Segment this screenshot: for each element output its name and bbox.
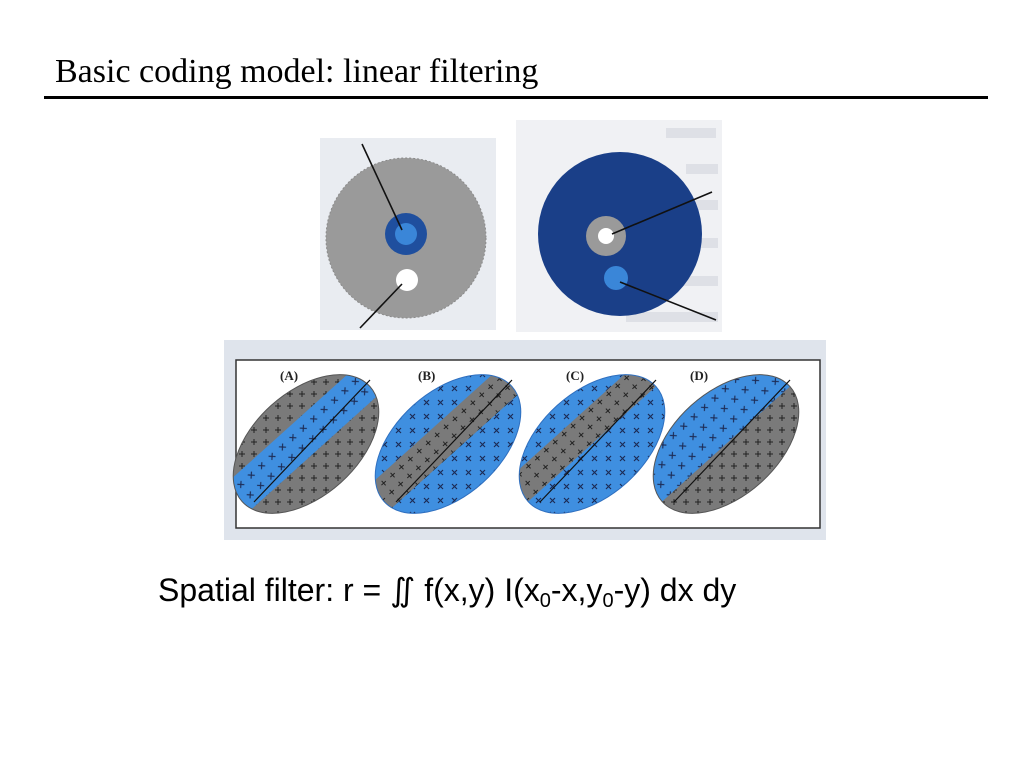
formula-lead: Spatial filter: r = ∬ f(x,y) I(x (158, 572, 540, 608)
on-spot (604, 266, 628, 290)
off-center-receptive-field-icon (516, 120, 722, 332)
spatial-filter-formula: Spatial filter: r = ∬ f(x,y) I(x0-x,y0-y… (158, 570, 736, 610)
panel-label-c: (C) (566, 368, 584, 383)
simple-cell-receptive-fields-figure: (A) (B) (C) (224, 340, 826, 540)
formula-subscript-x0: 0 (540, 590, 551, 612)
center-core (395, 223, 417, 245)
formula-middle: -x,y (551, 572, 603, 608)
on-center-receptive-field-icon (320, 138, 496, 330)
panel-label-b: (B) (418, 368, 435, 383)
title-underline (44, 96, 988, 99)
center-core (598, 228, 614, 244)
on-center-figure-svg (320, 138, 496, 330)
panel-label-a: (A) (280, 368, 298, 383)
off-center-figure-svg (516, 120, 722, 332)
formula-subscript-y0: 0 (602, 590, 613, 612)
panel-label-d: (D) (690, 368, 708, 383)
simple-cells-svg: (A) (B) (C) (224, 340, 826, 540)
slide-title: Basic coding model: linear filtering (55, 52, 538, 92)
formula-tail: -y) dx dy (614, 572, 737, 608)
